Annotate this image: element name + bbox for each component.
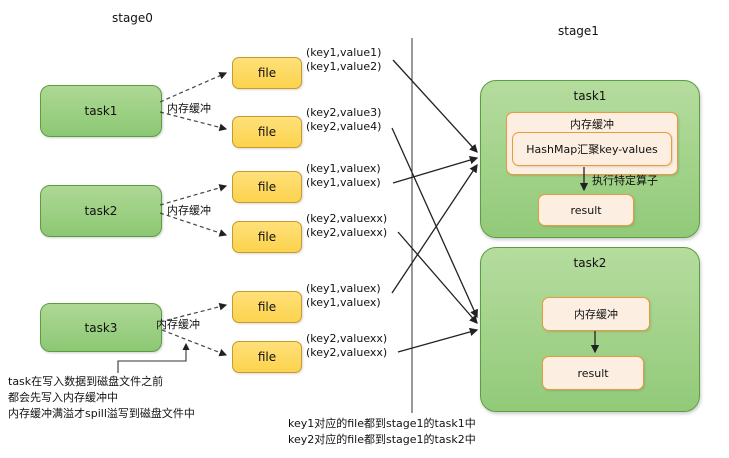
task1-result-label: result — [570, 203, 602, 217]
task2-memory-buffer-title: 内存缓冲 — [574, 308, 618, 321]
routing-note-line: key1对应的file都到stage1的task1中 — [288, 417, 476, 430]
kv-line: (key1,valuex) — [306, 296, 381, 309]
file-box-3: file — [232, 171, 302, 203]
file-box-6: file — [232, 341, 302, 373]
task2-result-label: result — [577, 366, 609, 380]
file5-kv: (key1,valuex) (key1,valuex) — [306, 282, 381, 310]
task1-hashmap-label: HashMap汇聚key-values — [526, 143, 658, 156]
stage0-label: stage0 — [112, 11, 153, 25]
arrow-key2-file2-task2 — [391, 127, 478, 319]
task2-result-box: result — [542, 356, 644, 390]
kv-line: (key1,value2) — [306, 60, 382, 73]
kv-line: (key2,value4) — [306, 120, 382, 133]
task3-buffer-label: 内存缓冲 — [156, 318, 200, 331]
task2-memory-buffer-box: 内存缓冲 — [542, 297, 650, 331]
file-label: file — [257, 66, 277, 80]
file6-kv: (key2,valuexx) (key2,valuexx) — [306, 332, 387, 360]
file-label: file — [257, 300, 277, 314]
kv-line: (key2,valuexx) — [306, 346, 388, 359]
stage1-task1-label: task1 — [573, 89, 607, 103]
file2-kv: (key2,value3) (key2,value4) — [306, 106, 381, 134]
arrow-key2-file4-task2 — [397, 231, 478, 324]
kv-line: (key2,valuexx) — [306, 212, 388, 225]
stage1-label: stage1 — [558, 24, 599, 38]
file-label: file — [257, 230, 277, 244]
file-label: file — [257, 350, 277, 364]
file4-kv: (key2,valuexx) (key2,valuexx) — [306, 212, 387, 240]
file-label: file — [257, 180, 277, 194]
stage0-task1-label: task1 — [84, 104, 118, 118]
spill-note: task在写入数据到磁盘文件之前 都会先写入内存缓冲中 内存缓冲满溢才spill… — [8, 374, 195, 422]
stage0-task2-label: task2 — [84, 204, 118, 218]
file1-kv: (key1,value1) (key1,value2) — [306, 46, 381, 74]
dashed-arrow-task3-file6 — [161, 329, 228, 357]
file-label: file — [257, 125, 277, 139]
spill-note-line: task在写入数据到磁盘文件之前 — [8, 375, 164, 388]
kv-line: (key2,value3) — [306, 106, 382, 119]
spill-note-line: 都会先写入内存缓冲中 — [8, 391, 118, 404]
file3-kv: (key1,valuex) (key1,valuex) — [306, 162, 381, 190]
routing-note: key1对应的file都到stage1的task1中 key2对应的file都到… — [288, 416, 476, 448]
stage0-task1-box: task1 — [40, 85, 162, 137]
operator-label: 执行特定算子 — [592, 174, 658, 187]
file-box-4: file — [232, 221, 302, 253]
kv-line: (key1,valuex) — [306, 282, 381, 295]
spill-note-line: 内存缓冲满溢才spill溢写到磁盘文件中 — [8, 407, 195, 420]
task1-buffer-label: 内存缓冲 — [167, 102, 211, 115]
stage0-task3-label: task3 — [84, 320, 118, 335]
stage0-task3-box: task3 — [40, 303, 162, 352]
file-box-5: file — [232, 291, 302, 323]
kv-line: (key1,value1) — [306, 46, 382, 59]
kv-line: (key2,valuexx) — [306, 332, 388, 345]
task2-buffer-label: 内存缓冲 — [167, 204, 211, 217]
task1-result-box: result — [538, 194, 634, 226]
task1-hashmap-box: HashMap汇聚key-values — [512, 132, 672, 166]
stage0-task2-box: task2 — [40, 185, 162, 237]
stage1-task2-label: task2 — [573, 256, 607, 270]
file-box-1: file — [232, 57, 302, 89]
arrow-key2-file6-task2 — [397, 327, 479, 353]
arrow-key1-file5-task1 — [391, 163, 478, 294]
task1-memory-buffer-title: 内存缓冲 — [570, 118, 614, 131]
kv-line: (key2,valuexx) — [306, 226, 388, 239]
arrow-key1-file1-task1 — [392, 59, 478, 153]
kv-line: (key1,valuex) — [306, 162, 381, 175]
dashed-arrow-task1-file1 — [159, 72, 228, 103]
arrow-key1-file3-task1 — [392, 155, 479, 184]
routing-note-line: key2对应的file都到stage1的task2中 — [288, 433, 476, 446]
kv-line: (key1,valuex) — [306, 176, 381, 189]
file-box-2: file — [232, 116, 302, 148]
